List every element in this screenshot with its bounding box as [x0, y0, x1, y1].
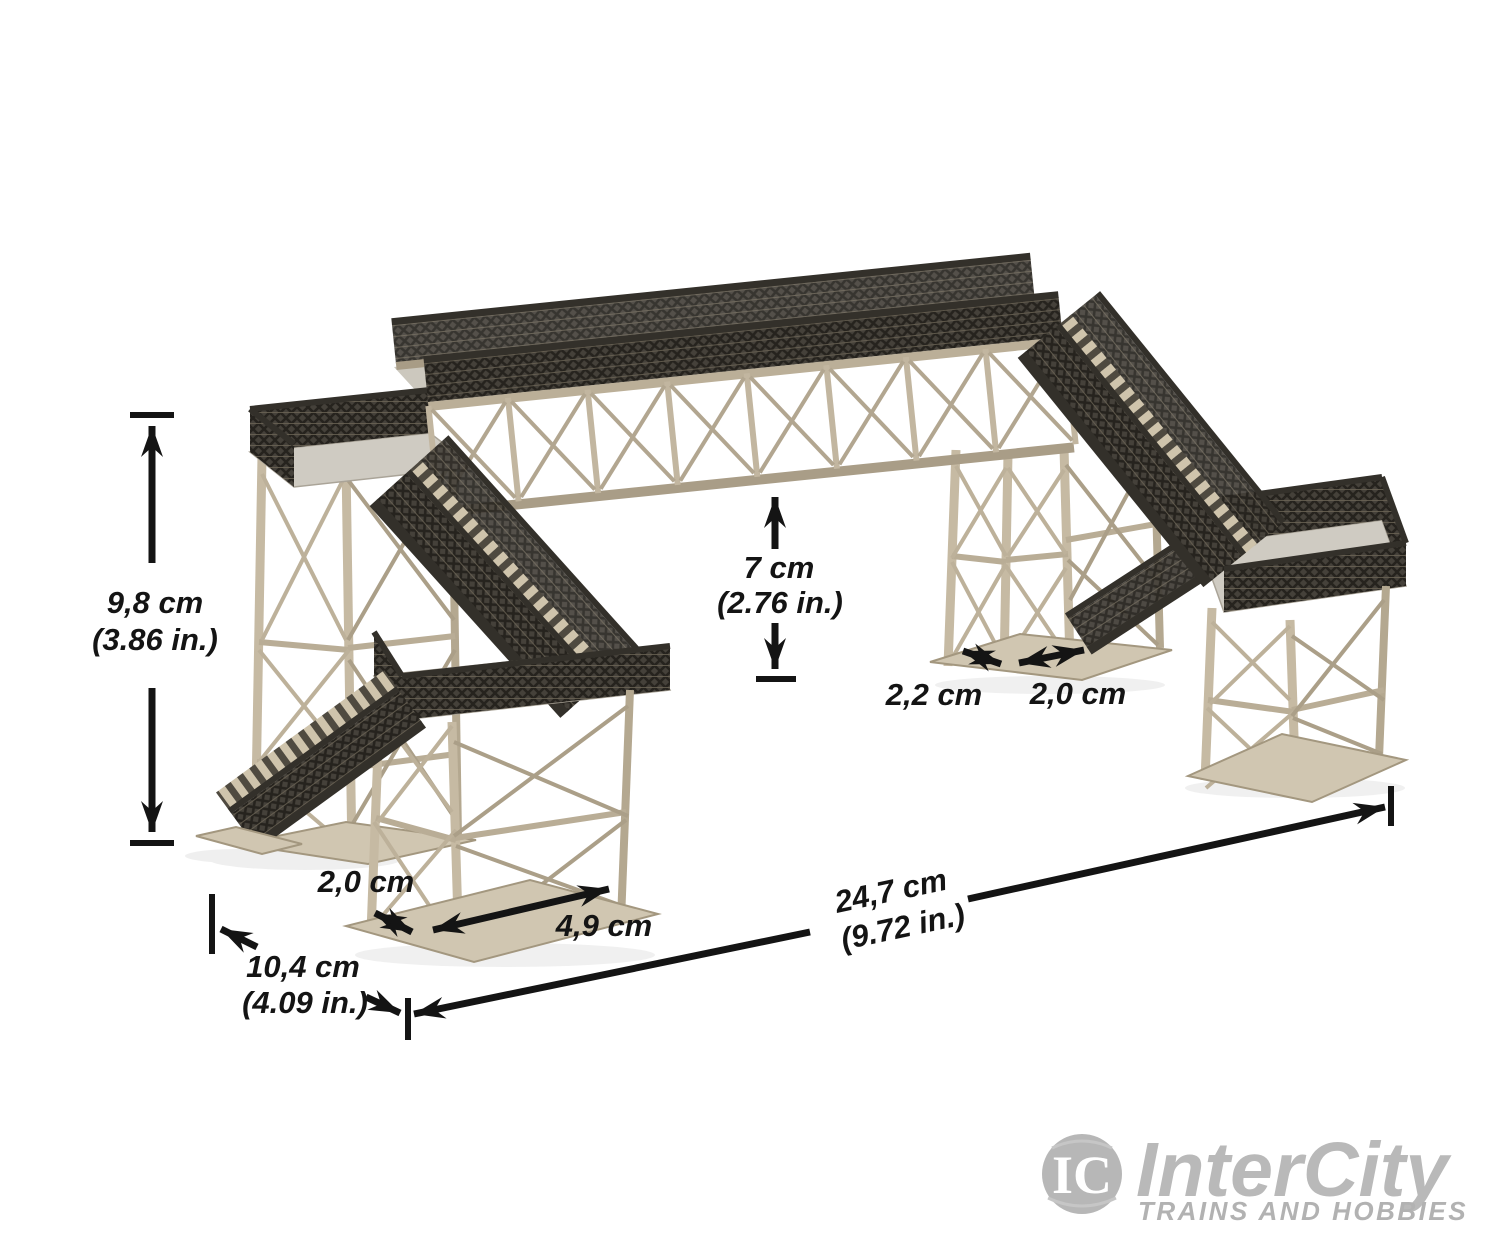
dimension-height: 9,8 cm (3.86 in.) [92, 412, 218, 846]
logo-name: InterCity [1136, 1127, 1453, 1213]
dimension-clearance: 7 cm (2.76 in.) [717, 497, 843, 682]
dimension-total-depth: 10,4 cm (4.09 in.) [209, 894, 402, 1020]
right-pier-front-label: 2,2 cm [885, 677, 983, 712]
logo-circle-icon [1042, 1134, 1122, 1214]
right-pier-side-label: 2,0 cm [1029, 676, 1127, 711]
left-staircase-lower [216, 670, 427, 850]
logo-rail-lines [1047, 1139, 1117, 1208]
dimension-right-pier: 2,2 cm 2,0 cm [885, 643, 1127, 712]
left-platform [248, 387, 476, 488]
bridge-model [185, 252, 1410, 967]
height-metric-label: 9,8 cm [107, 585, 204, 620]
left-stair-base-plate [195, 825, 303, 856]
height-imperial-label: (3.86 in.) [92, 622, 218, 657]
left-staircase-upper [369, 435, 640, 718]
right-platform-front-railing [1223, 540, 1407, 612]
logo-monogram: IC [1052, 1145, 1112, 1205]
right-staircase [1017, 291, 1286, 588]
span-front-truss [423, 291, 1079, 518]
left-pier-side-label: 4,9 cm [555, 908, 653, 943]
brand-logo: IC InterCity TRAINS AND HOBBIES [1042, 1127, 1468, 1226]
clearance-imperial-label: (2.76 in.) [717, 585, 843, 620]
total-depth-imperial-label: (4.09 in.) [242, 985, 368, 1020]
total-depth-metric-label: 10,4 cm [246, 949, 360, 984]
logo-tagline: TRAINS AND HOBBIES [1138, 1196, 1468, 1226]
clearance-metric-label: 7 cm [744, 550, 815, 585]
dimension-left-pier: 2,0 cm 4,9 cm [317, 864, 653, 943]
left-pier-front-label: 2,0 cm [317, 864, 415, 899]
right-front-pier [1184, 585, 1410, 804]
